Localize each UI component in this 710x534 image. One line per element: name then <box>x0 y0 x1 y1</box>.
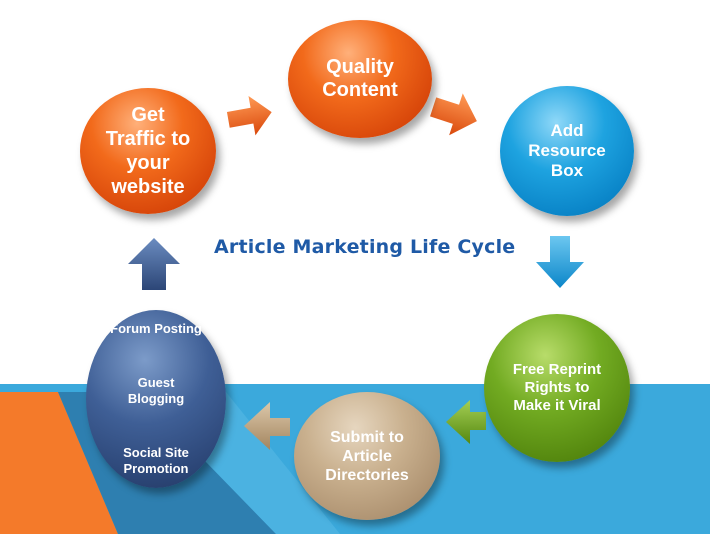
arrow-to-submit-icon <box>446 400 486 444</box>
step-promotion-forum-posting: Forum Posting <box>110 321 202 336</box>
step-add-resource-box-label: Add Resource Box <box>528 121 606 180</box>
step-add-resource-box: Add Resource Box <box>500 86 634 216</box>
step-free-reprint-rights: Free Reprint Rights to Make it Viral <box>484 314 630 462</box>
arrow-to-free-reprint-icon <box>536 236 584 288</box>
step-quality-content-label: Quality Content <box>322 56 398 101</box>
step-submit-to-directories: Submit to Article Directories <box>294 392 440 520</box>
arrow-to-promotion-icon <box>244 402 290 450</box>
step-quality-content: Quality Content <box>288 20 432 138</box>
diagram-title: Article Marketing Life Cycle <box>214 236 516 258</box>
arrow-to-resource-box-icon <box>430 93 477 136</box>
arrow-to-traffic-icon <box>128 238 180 290</box>
step-promotion-social-site: Social Site Promotion <box>123 445 189 476</box>
arrow-to-quality-content-icon <box>226 95 272 136</box>
step-get-traffic-label: Get Traffic to your website <box>105 104 191 198</box>
background-band-orange <box>0 392 118 534</box>
step-promotion-guest-blogging: Guest Blogging <box>127 375 185 406</box>
step-promotion: Forum Posting Guest Blogging Social Site… <box>86 310 226 488</box>
step-free-reprint-rights-label: Free Reprint Rights to Make it Viral <box>512 361 602 414</box>
step-get-traffic: Get Traffic to your website <box>80 88 216 214</box>
step-submit-to-directories-label: Submit to Article Directories <box>325 428 409 484</box>
